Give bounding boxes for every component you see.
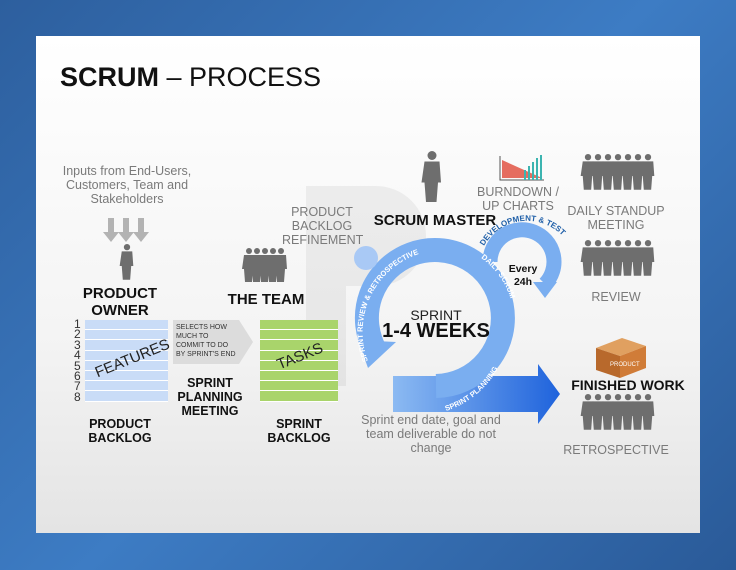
- hours-label: 24h: [513, 276, 533, 288]
- sprint-cycle-arrowhead: [358, 340, 396, 368]
- backlog-number: 3: [74, 337, 81, 352]
- backlog-row: [85, 391, 168, 402]
- scrum-master-label: SCRUM MASTER: [373, 212, 497, 229]
- finished-work-arrow: [393, 364, 560, 424]
- review-person-figure: [630, 240, 645, 276]
- backlog-row: [260, 381, 338, 392]
- finished-work-label: FINISHED WORK: [571, 377, 685, 393]
- backlog-row: [85, 351, 168, 361]
- backlog-row: [85, 340, 168, 351]
- review-person-figure: [610, 240, 625, 276]
- backlog-row: [260, 371, 338, 382]
- backlog-number: 7: [74, 379, 81, 394]
- retrospective-person-figure: [600, 394, 615, 430]
- sprint-cycle-ring: [354, 238, 515, 398]
- burndown-chart-icon: [499, 155, 544, 181]
- sprint-planning-meeting-label: SPRINT PLANNING MEETING: [177, 376, 243, 418]
- selects-arrow-shape: [173, 320, 253, 364]
- product-owner-figure: [119, 244, 134, 280]
- review-label: REVIEW: [591, 290, 641, 304]
- title-rest: – PROCESS: [159, 62, 322, 92]
- burndown-label: BURNDOWN / UP CHARTS: [477, 185, 559, 213]
- the-team-label: THE TEAM: [227, 291, 305, 308]
- product-box-label: PRODUCT: [610, 362, 640, 368]
- selects-text: SELECTS HOW MUCH TO COMMIT TO DO BY SPRI…: [176, 324, 236, 358]
- sprint-backlog-list: TASKS: [260, 320, 338, 402]
- every-label: Every: [508, 263, 538, 275]
- retrospective-person-figure: [580, 394, 595, 430]
- backlog-row: [85, 320, 168, 331]
- title-bold: SCRUM: [60, 62, 159, 92]
- standup-person-figure: [630, 154, 645, 190]
- backlog-number: 5: [74, 358, 81, 373]
- backlog-number: 1: [74, 317, 81, 331]
- retrospective-person-figure: [630, 394, 645, 430]
- sprint-backlog-label: SPRINT BACKLOG: [267, 417, 331, 445]
- retrospective-person-figure: [620, 394, 635, 430]
- standup-person-figure: [600, 154, 615, 190]
- backlog-row: [260, 330, 338, 341]
- standup-person-figure: [590, 154, 605, 190]
- standup-person-figure: [620, 154, 635, 190]
- review-person-figure: [620, 240, 635, 276]
- daily-standup-label: DAILY STANDUP MEETING: [567, 204, 665, 232]
- backlog-row: [85, 371, 168, 382]
- backlog-row: [260, 320, 338, 331]
- standup-person-figure: [580, 154, 595, 190]
- standup-person-figure: [640, 154, 655, 190]
- sprint-weeks-label: 1-4 WEEKS: [382, 320, 490, 342]
- backlog-row: [260, 391, 338, 402]
- daily-loop-ring: [482, 222, 562, 290]
- sprint-note: Sprint end date, goal and team deliverab…: [361, 413, 501, 455]
- scrum-master-figure: [421, 151, 441, 202]
- inputs-text: Inputs from End-Users, Customers, Team a…: [62, 164, 192, 206]
- review-person-figure: [640, 240, 655, 276]
- input-arrows-icon: [103, 218, 149, 242]
- backlog-row: [260, 340, 338, 351]
- product-box-icon: PRODUCT: [596, 338, 646, 378]
- retrospective-label: RETROSPECTIVE: [563, 443, 669, 457]
- review-person-figure: [600, 240, 615, 276]
- retrospective-person-figure: [590, 394, 605, 430]
- backlog-number: 4: [74, 348, 81, 363]
- slide: SPRINT REVIEW & RETROSPECTIVE DAILY SCRU…: [36, 36, 700, 533]
- team-member-figure: [274, 248, 287, 282]
- backlog-row: [85, 330, 168, 341]
- refinement-label: PRODUCT BACKLOG REFINEMENT: [282, 205, 364, 247]
- page-title: SCRUM – PROCESS: [60, 62, 321, 92]
- backlog-row: [85, 381, 168, 392]
- ring-dot: [354, 246, 378, 270]
- retrospective-person-figure: [640, 394, 655, 430]
- daily-loop-arrowhead: [533, 282, 557, 298]
- backlog-row: [260, 351, 338, 361]
- review-person-figure: [580, 240, 595, 276]
- standup-person-figure: [610, 154, 625, 190]
- sprint-label: SPRINT: [410, 307, 462, 323]
- backlog-row: [85, 361, 168, 371]
- product-owner-label: PRODUCT OWNER: [82, 285, 158, 319]
- backlog-number: 2: [74, 327, 81, 342]
- backlog-number: 8: [74, 389, 81, 404]
- retrospective-person-figure: [610, 394, 625, 430]
- backlog-number: 6: [74, 369, 81, 384]
- backlog-row: [260, 361, 338, 371]
- product-backlog-label: PRODUCT BACKLOG: [88, 417, 152, 445]
- review-person-figure: [590, 240, 605, 276]
